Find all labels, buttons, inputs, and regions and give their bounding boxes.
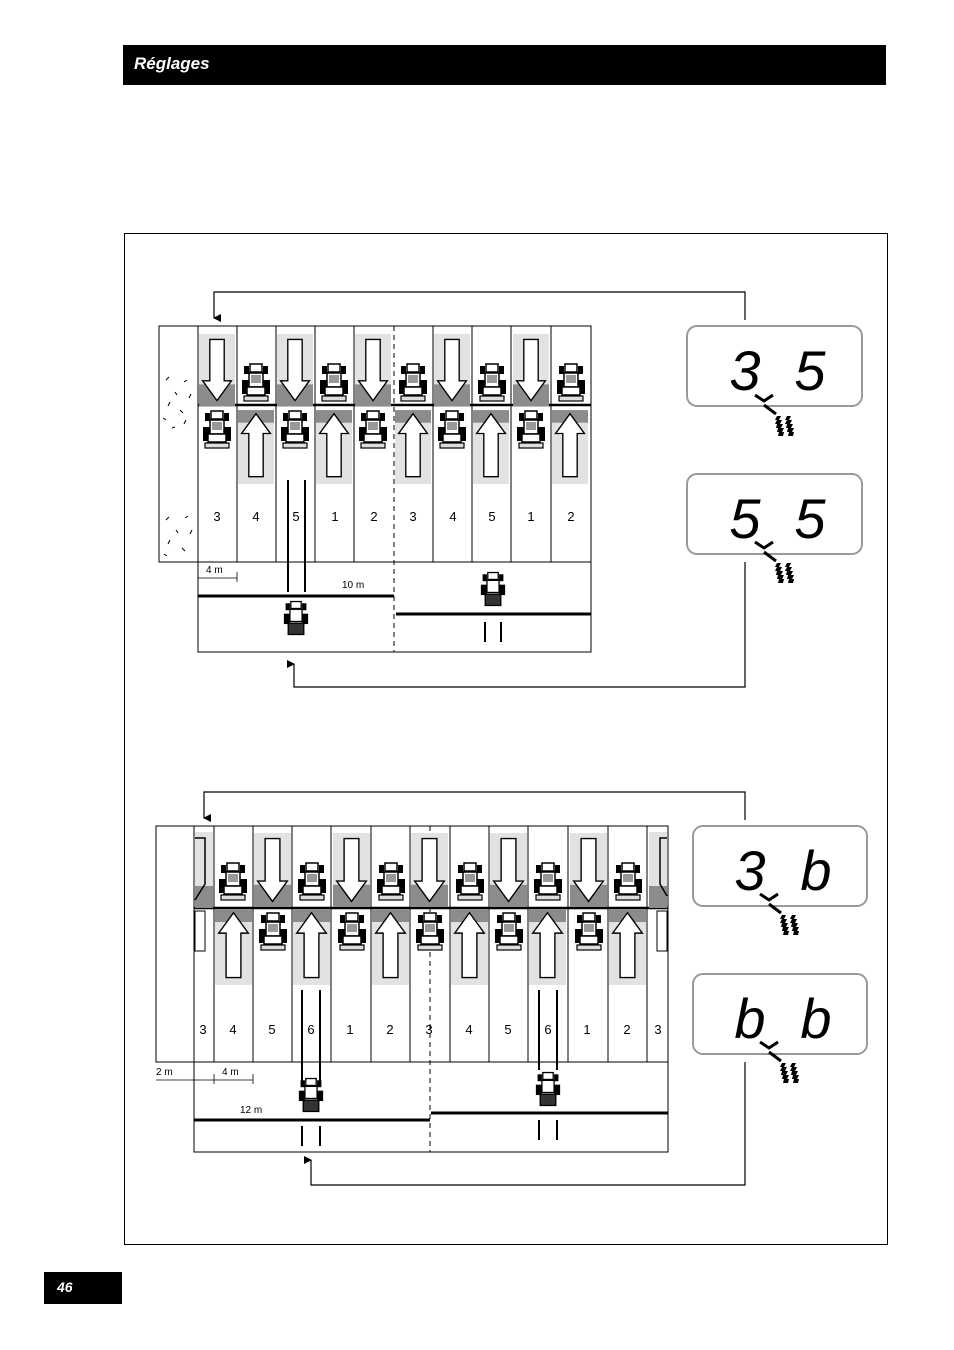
tramline-icon	[775, 563, 794, 583]
track-number: 4	[252, 509, 259, 524]
display-left-digit: 5	[729, 487, 761, 550]
track-number: 5	[292, 509, 299, 524]
track-number: 4	[229, 1022, 236, 1037]
track-number: 6	[544, 1022, 551, 1037]
track-number: 3	[425, 1022, 432, 1037]
track-number: 1	[331, 509, 338, 524]
dimension-machine-width: 10 m	[342, 580, 364, 591]
dimension-machine-width: 12 m	[240, 1105, 262, 1116]
header-bar: Réglages	[123, 45, 886, 85]
track-number: 4	[465, 1022, 472, 1037]
dimension-edge-width: 2 m	[156, 1067, 173, 1078]
track-number: 4	[449, 509, 456, 524]
track-number: 5	[488, 509, 495, 524]
track-number: 2	[623, 1022, 630, 1037]
display-right-digit: 5	[794, 487, 826, 550]
track-number: 3	[199, 1022, 206, 1037]
track-number: 3	[654, 1022, 661, 1037]
track-number: 5	[268, 1022, 275, 1037]
track-number: 2	[386, 1022, 393, 1037]
display-right-digit: 5	[794, 339, 826, 402]
figure-frame	[124, 233, 888, 1245]
display-left-digit: b	[734, 987, 765, 1050]
page-number: 46	[57, 1279, 73, 1295]
page-number-badge: 46	[44, 1272, 122, 1304]
track-number: 1	[346, 1022, 353, 1037]
diagram-2: 3 4 5 6 1 2 3 4 5 6 1 2 3	[155, 791, 868, 1186]
track-number: 5	[504, 1022, 511, 1037]
field-edge-texture	[162, 376, 193, 557]
track-number: 1	[583, 1022, 590, 1037]
track-number: 2	[370, 509, 377, 524]
track-number: 1	[527, 509, 534, 524]
header-title: Réglages	[134, 54, 210, 73]
display-bottom: 5 5	[686, 473, 863, 583]
dimension-track-width: 4 m	[222, 1067, 239, 1078]
display-bottom: b b	[692, 973, 868, 1083]
display-right-digit: b	[800, 987, 831, 1050]
track-number: 2	[567, 509, 574, 524]
dimension-track-width: 4 m	[206, 565, 223, 576]
track-number: 3	[409, 509, 416, 524]
diagram-1: 3 4 5 1 2 3 4 5 1 2 4 m 10 m	[158, 291, 863, 688]
display-right-digit: b	[800, 839, 831, 902]
display-top: 3 b	[692, 825, 868, 935]
display-left-digit: 3	[734, 839, 765, 902]
display-top: 3 5	[686, 325, 863, 436]
display-left-digit: 3	[729, 339, 760, 402]
tramline-icon	[780, 915, 799, 935]
tramline-icon	[775, 416, 794, 436]
tramline-icon	[780, 1063, 799, 1083]
track-number: 6	[307, 1022, 314, 1037]
track-number: 3	[213, 509, 220, 524]
